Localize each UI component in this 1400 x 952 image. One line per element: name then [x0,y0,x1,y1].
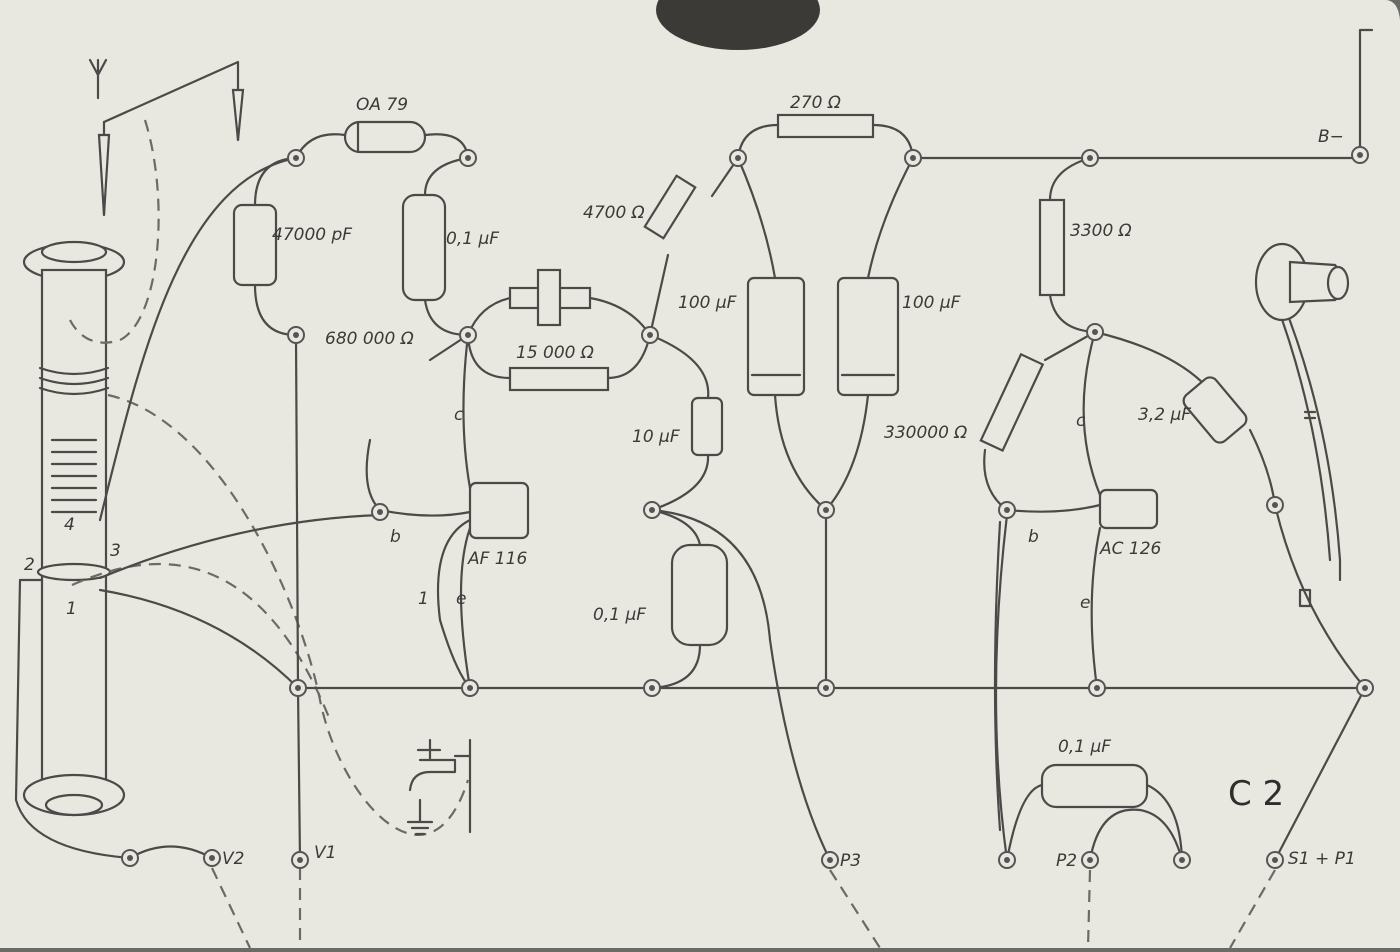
label-330000: 330000 Ω [884,423,967,443]
pin-e2: e [1080,593,1090,613]
pin-b1: b [390,527,401,547]
transistor-ac126 [1098,488,1159,530]
label-01uf-b: 0,1 µF [593,605,646,625]
label-15000: 15 000 Ω [516,343,594,363]
label-10uf: 10 µF [632,427,680,447]
label-01uf-c: 0,1 µF [1058,737,1111,757]
terminal-v1: V1 [314,843,336,863]
label-af116: AF 116 [467,549,527,569]
terminal-p3: P3 [840,851,861,871]
mounting-hole [656,0,820,50]
coil-pin-4: 4 [64,515,75,535]
label-4700: 4700 Ω [583,203,645,223]
label-680000: 680 000 Ω [325,329,414,349]
label-oa79: OA 79 [356,95,408,115]
pin-1: 1 [418,589,429,609]
coil-pin-3: 3 [110,541,121,561]
terminal-posts [121,146,1374,869]
coil-pin-1: 1 [66,599,77,619]
labels: OA 79 47000 pF 0,1 µF 680 000 Ω 15 000 Ω… [24,93,1356,871]
terminal-s1-p1: S1 + P1 [1288,849,1356,869]
pin-b2: b [1028,527,1039,547]
board-title: C 2 [1228,774,1284,814]
terminal-p2: P2 [1056,851,1077,871]
terminal-v2: V2 [222,849,244,869]
antenna-icon [88,58,245,217]
water-tap-ground-icon [406,738,472,836]
label-ac126: AC 126 [1099,539,1162,559]
components [232,113,1248,809]
label-3300: 3300 Ω [1070,221,1132,241]
label-100uf-a: 100 µF [678,293,737,313]
pin-e1: e [456,589,466,609]
terminal-b-minus: B− [1318,127,1344,147]
label-01uf-a: 0,1 µF [446,229,499,249]
wires [14,28,1374,949]
label-100uf-b: 100 µF [902,293,961,313]
label-270: 270 Ω [790,93,841,113]
transistor-af116 [468,481,530,540]
pin-c2: c [1076,411,1086,431]
label-32uf: 3,2 µF [1138,405,1191,425]
coil-pin-2: 2 [24,555,35,575]
pin-c1: c [454,405,464,425]
label-47000pf: 47000 pF [272,225,352,245]
ferrite-coil-icon [22,240,126,817]
earphone-icon [1254,242,1350,322]
